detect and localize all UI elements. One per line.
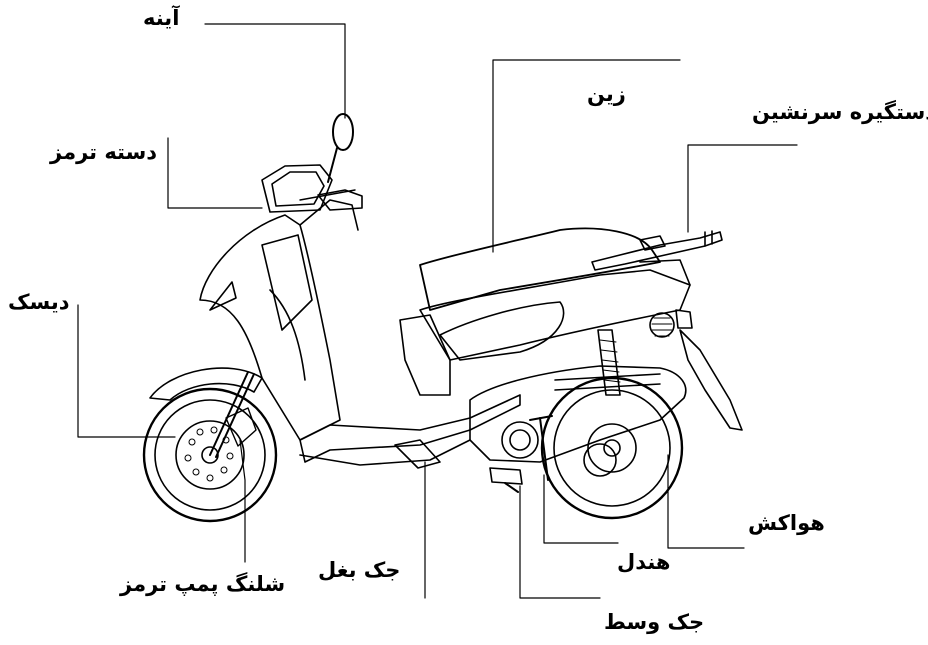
front-wheel: [144, 372, 276, 521]
leader-lines: [78, 24, 797, 598]
front-body: [200, 200, 358, 440]
label-brake-lever: دسته ترمز: [50, 142, 157, 163]
pulley: [502, 422, 538, 458]
label-center-stand: جک وسط: [604, 612, 704, 633]
air-intake: [650, 310, 692, 337]
side-panel-window: [440, 302, 564, 360]
label-side-stand: جک بغل: [318, 560, 400, 581]
handlebar-assembly: [262, 114, 362, 212]
leader-kick-starter: [544, 475, 618, 543]
leader-grab-rail: [688, 145, 797, 232]
mirror-stem: [328, 148, 337, 182]
leader-brake-lever: [168, 138, 262, 208]
label-brake-hose: شلنگ پمپ ترمز: [120, 574, 285, 595]
side-stand-body: [395, 440, 440, 468]
label-air-intake: هواکش: [748, 513, 825, 534]
leader-mirror: [205, 24, 345, 118]
leader-center-stand: [520, 486, 600, 598]
label-disc: دیسک: [8, 292, 70, 313]
label-mirror: آینه: [143, 8, 179, 29]
label-grab-rail: دستگیره سرنشین: [752, 102, 928, 123]
seat: [420, 228, 660, 310]
rear-wheel: [542, 378, 682, 518]
mirror-glass: [333, 114, 353, 150]
leader-disc: [78, 305, 175, 437]
engine-cvt-cover: [470, 366, 686, 476]
rear-shock: [598, 330, 620, 395]
rear-mudguard: [680, 330, 742, 430]
label-seat: زین: [587, 84, 626, 105]
label-kick-starter: هندل: [617, 552, 670, 573]
grab-rail: [592, 231, 722, 270]
center-stand: [490, 468, 522, 492]
